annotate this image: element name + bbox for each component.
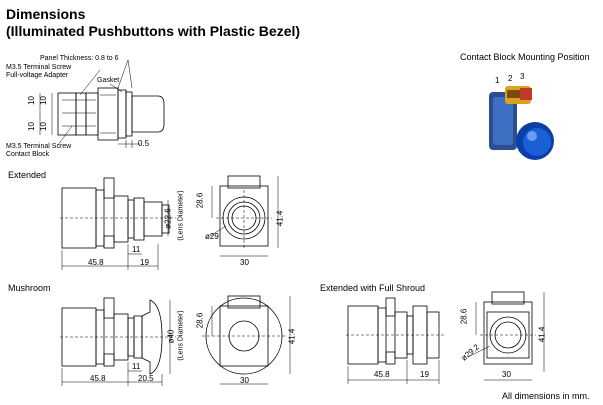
shroud-dim-45-8: 45.8 bbox=[374, 370, 390, 379]
terminal-screw-label-2: M3.5 Terminal Screw bbox=[6, 143, 72, 150]
extended-title: Extended bbox=[8, 170, 47, 180]
shroud-title: Extended with Full Shroud bbox=[320, 283, 426, 293]
full-voltage-adapter-label: Full-voltage Adapter bbox=[6, 72, 69, 79]
terminal-screw-label: M3.5 Terminal Screw bbox=[6, 64, 72, 71]
top-side-view bbox=[39, 59, 165, 148]
extended-dim-41-4: 41.4 bbox=[275, 210, 285, 227]
mushroom-dim-45-8: 45.8 bbox=[90, 374, 106, 383]
extended-dim-30: 30 bbox=[240, 258, 249, 267]
panel-thickness-label: Panel Thickness: 0.8 to 6 bbox=[40, 55, 119, 62]
footer-note: All dimensions in mm. bbox=[502, 391, 590, 401]
page-title: Dimensions bbox=[6, 6, 86, 22]
dim-10-a: 10 bbox=[26, 96, 36, 105]
extended-dim-45-8: 45.8 bbox=[88, 258, 104, 267]
contact-block-label: Contact Block bbox=[6, 151, 50, 158]
mushroom-dim-11: 11 bbox=[132, 362, 141, 371]
mushroom-title: Mushroom bbox=[8, 283, 51, 293]
mushroom-lens-label: (Lens Diameter) bbox=[177, 310, 185, 361]
dim-0-5: 0.5 bbox=[138, 139, 150, 148]
gasket-label: Gasket bbox=[97, 77, 120, 84]
mounting-pos-1: 1 bbox=[495, 76, 500, 85]
extended-lens-dia: ø22.6 bbox=[163, 208, 173, 229]
shroud-dim-19: 19 bbox=[420, 370, 429, 379]
mounting-position-title: Contact Block Mounting Position bbox=[460, 52, 590, 62]
mushroom-lens-dia: ø40 bbox=[166, 329, 176, 344]
mushroom-dim-20-5: 20.5 bbox=[138, 374, 154, 383]
shroud-dim-28-6: 28.6 bbox=[459, 308, 469, 325]
mushroom-dim-28-6: 28.6 bbox=[195, 312, 205, 329]
contact-block-photo bbox=[489, 86, 554, 160]
mushroom-side-view bbox=[60, 297, 176, 386]
dim-10-b: 10 bbox=[38, 96, 48, 105]
extended-dim-28-6: 28.6 bbox=[195, 192, 205, 209]
mushroom-dim-30: 30 bbox=[240, 376, 249, 385]
extended-dim-19: 19 bbox=[140, 258, 149, 267]
shroud-front-view bbox=[469, 291, 545, 381]
shroud-side-view bbox=[346, 297, 446, 384]
mounting-pos-3: 3 bbox=[520, 72, 525, 81]
mounting-pos-2: 2 bbox=[508, 74, 513, 83]
mushroom-front-view bbox=[202, 295, 291, 385]
extended-side-view bbox=[60, 177, 176, 270]
dim-10-c: 10 bbox=[26, 122, 36, 131]
extended-dim-11: 11 bbox=[132, 245, 141, 254]
page-subtitle: (Illuminated Pushbuttons with Plastic Be… bbox=[6, 23, 301, 39]
extended-lens-label: (Lens Diameter) bbox=[177, 190, 185, 241]
extended-front-view bbox=[209, 175, 279, 257]
dim-10-d: 10 bbox=[38, 122, 48, 131]
extended-dim-29: ø29 bbox=[205, 232, 219, 241]
shroud-dim-30: 30 bbox=[502, 370, 511, 379]
shroud-dim-41-4: 41.4 bbox=[537, 326, 547, 343]
mushroom-dim-41-4: 41.4 bbox=[287, 328, 297, 345]
